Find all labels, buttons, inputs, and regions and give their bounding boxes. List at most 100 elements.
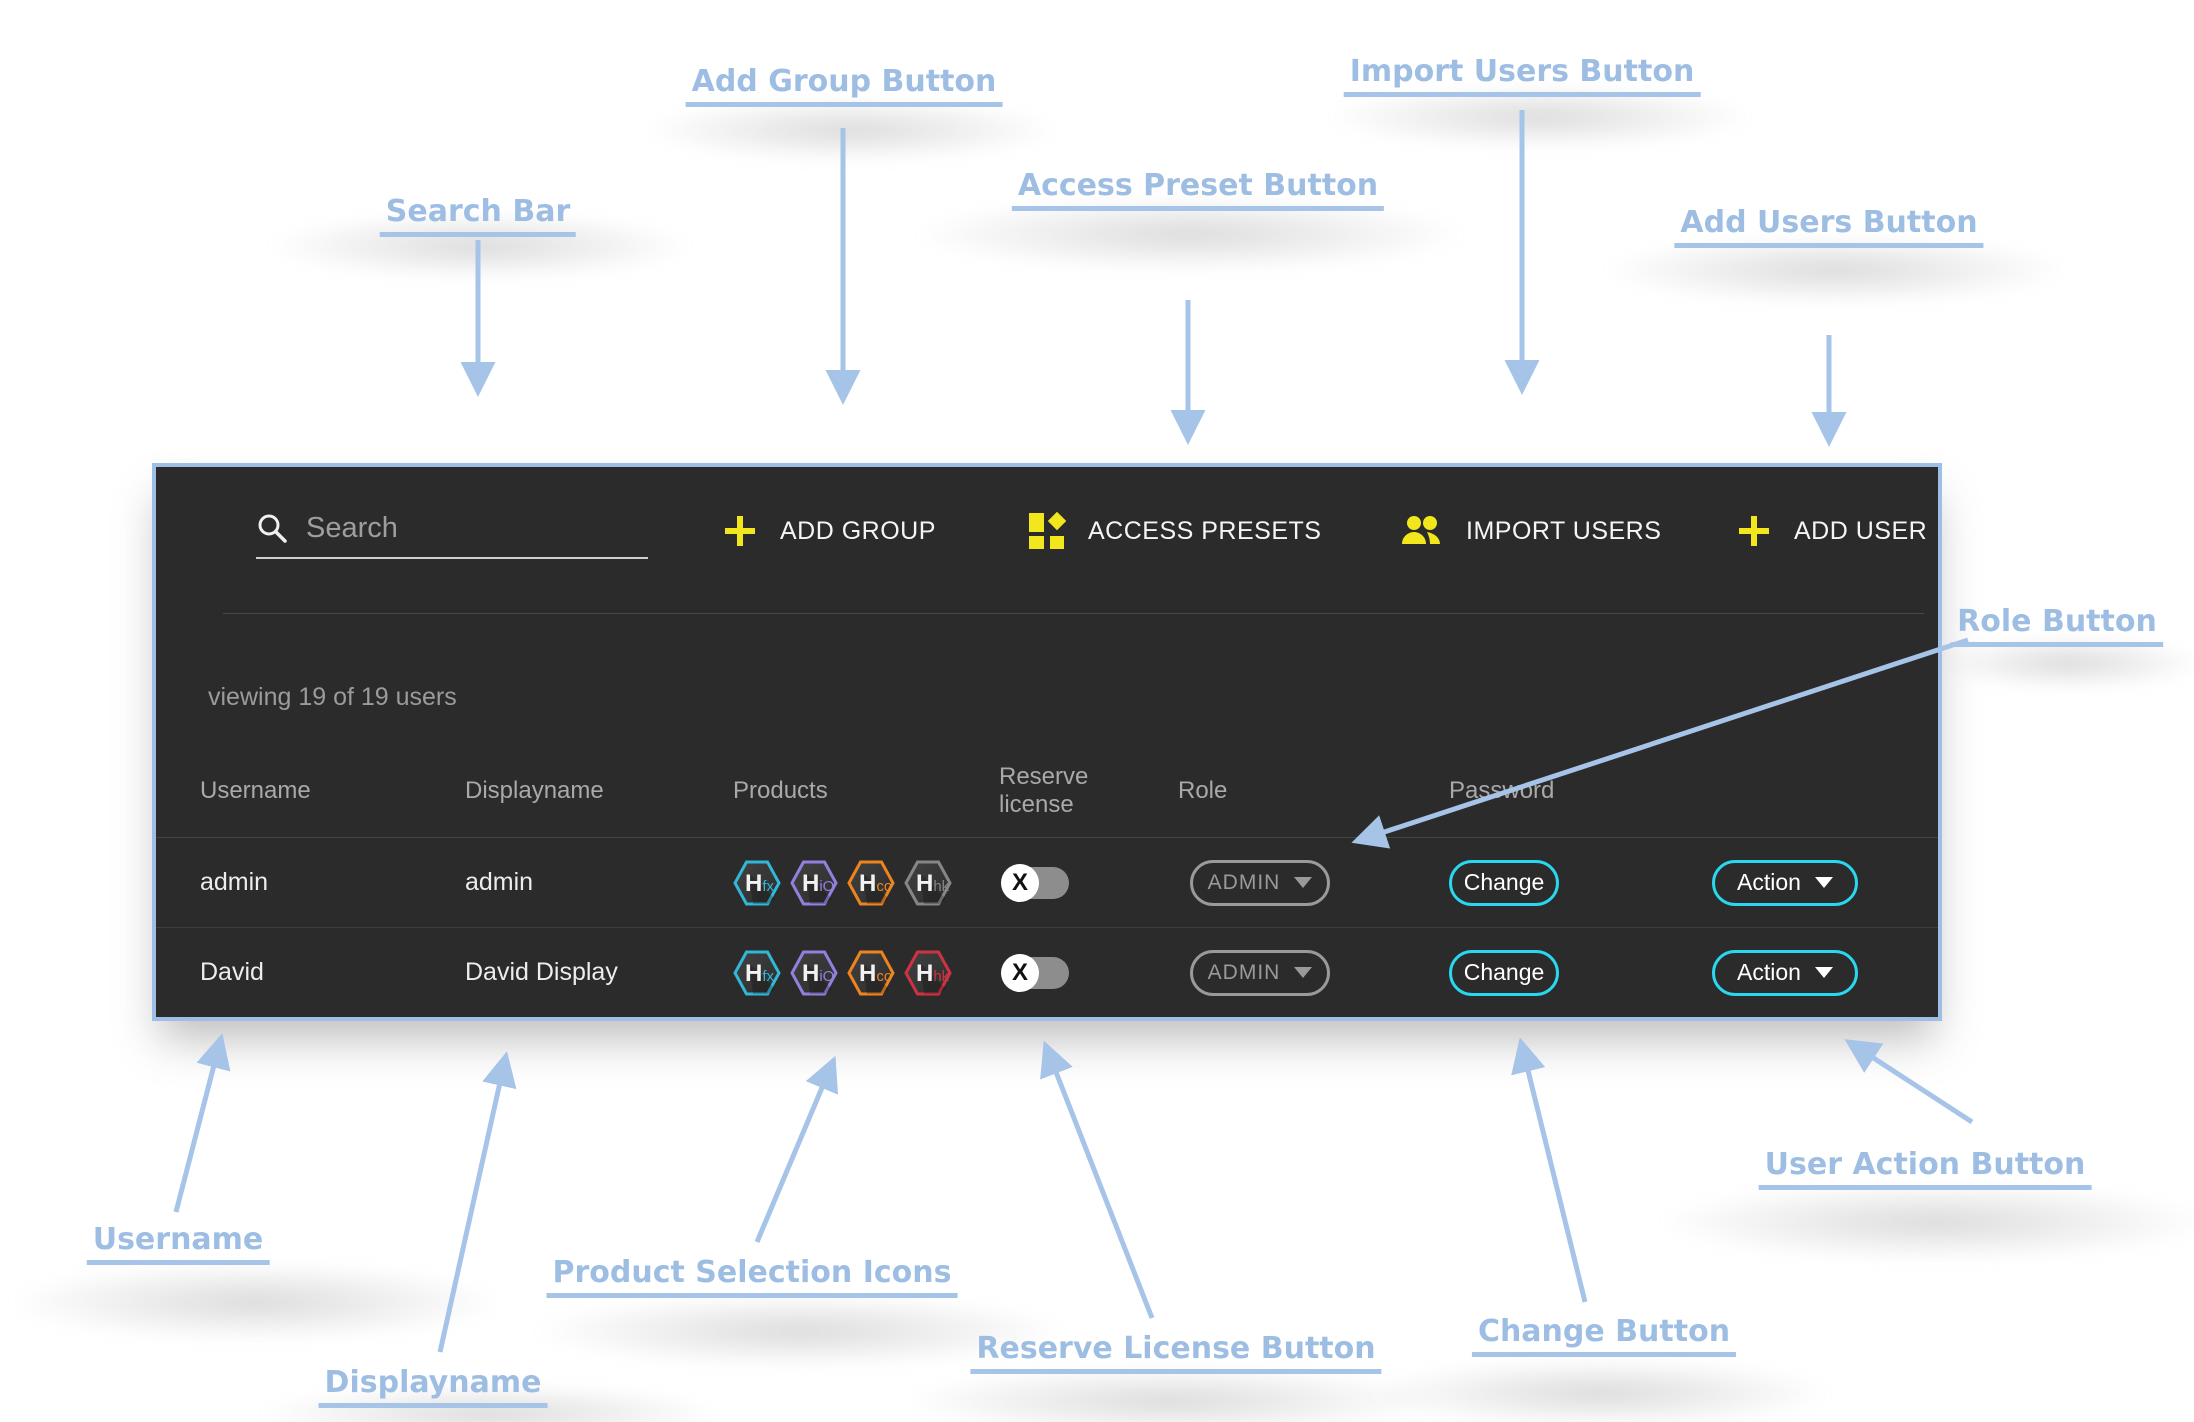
header-role: Role xyxy=(1178,777,1228,804)
header-products: Products xyxy=(733,777,828,804)
password-cell: Change xyxy=(1449,859,1712,906)
shadow-blob xyxy=(900,1366,1440,1422)
chevron-down-icon xyxy=(1814,877,1833,888)
change-label: Change xyxy=(1463,959,1545,985)
plus-icon xyxy=(1739,516,1769,546)
import-users-label: IMPORT USERS xyxy=(1466,516,1662,545)
shadow-blob xyxy=(530,1294,1070,1368)
product-hexagon-icon[interactable]: Hco xyxy=(847,947,895,999)
action-label: Action xyxy=(1737,959,1801,985)
chevron-down-icon xyxy=(1294,877,1313,888)
role-dropdown[interactable]: ADMIN xyxy=(1190,949,1330,996)
access-presets-icon xyxy=(1029,512,1066,549)
role-label: ADMIN xyxy=(1207,870,1281,894)
table-header-row: Username Displayname Products Reserve li… xyxy=(156,763,1938,818)
action-cell: Action xyxy=(1712,859,1938,906)
callout-add-group: Add Group Button xyxy=(685,64,1003,107)
search-bar[interactable] xyxy=(256,499,648,559)
product-hexagon-icon[interactable]: Hfx xyxy=(733,947,781,999)
callout-search-bar: Search Bar xyxy=(379,194,577,237)
svg-text:HiO: HiO xyxy=(802,960,834,987)
user-count-status: viewing 19 of 19 users xyxy=(208,683,457,711)
arrow-change-button xyxy=(1511,1037,1588,1303)
add-user-label: ADD USER xyxy=(1794,516,1928,545)
callout-user-action: User Action Button xyxy=(1758,1147,2092,1190)
products-cell: Hfx HiO Hco Hhk xyxy=(733,857,999,909)
product-hexagon-icon[interactable]: Hfx xyxy=(733,857,781,909)
table-row: David David Display Hfx HiO xyxy=(156,928,1938,1017)
toolbar-divider xyxy=(223,613,1924,614)
reserve-cell: X xyxy=(999,863,1168,902)
header-reserve: Reserve license xyxy=(999,763,1089,818)
callout-add-users: Add Users Button xyxy=(1674,205,1984,248)
header-username: Username xyxy=(200,777,311,804)
callout-role-button: Role Button xyxy=(1951,604,2163,647)
role-cell: ADMIN xyxy=(1168,949,1449,996)
reserve-cell: X xyxy=(999,953,1168,992)
username-cell: David xyxy=(200,958,264,986)
add-user-button[interactable]: ADD USER xyxy=(1736,503,1927,559)
import-users-button[interactable]: IMPORT USERS xyxy=(1400,503,1661,559)
role-label: ADMIN xyxy=(1207,960,1281,984)
table-row: admin admin Hfx HiO xyxy=(156,838,1938,928)
product-hexagon-icon[interactable]: Hco xyxy=(847,857,895,909)
reserve-license-toggle[interactable]: X xyxy=(1001,863,1069,902)
import-users-icon xyxy=(1402,516,1440,544)
products-cell: Hfx HiO Hco Hhk xyxy=(733,947,999,999)
reserve-license-toggle[interactable]: X xyxy=(1001,953,1069,992)
arrow-username xyxy=(173,1033,231,1213)
callout-product-icons: Product Selection Icons xyxy=(546,1255,958,1298)
svg-text:Hco: Hco xyxy=(859,870,892,897)
toggle-thumb: X xyxy=(1001,953,1039,992)
change-password-button[interactable]: Change xyxy=(1449,949,1559,996)
change-password-button[interactable]: Change xyxy=(1449,859,1559,906)
shadow-blob xyxy=(1365,1358,1835,1422)
search-input[interactable] xyxy=(304,510,608,546)
role-dropdown[interactable]: ADMIN xyxy=(1190,859,1330,906)
access-presets-button[interactable]: ACCESS PRESETS xyxy=(1028,503,1321,559)
user-action-dropdown[interactable]: Action xyxy=(1712,949,1858,996)
displayname-cell: admin xyxy=(465,868,534,896)
user-table: admin admin Hfx HiO xyxy=(156,837,1938,1017)
product-hexagon-icon[interactable]: Hhk xyxy=(904,857,952,909)
toolbar: ADD GROUP ACCESS PRESETS IMPOR xyxy=(156,467,1938,613)
access-presets-label: ACCESS PRESETS xyxy=(1088,516,1322,545)
svg-text:Hhk: Hhk xyxy=(916,870,950,897)
username-cell: admin xyxy=(200,868,269,896)
chevron-down-icon xyxy=(1294,967,1313,978)
shadow-blob xyxy=(640,98,1060,162)
displayname-cell: David Display xyxy=(465,958,618,986)
user-management-panel: ADD GROUP ACCESS PRESETS IMPOR xyxy=(152,463,1942,1021)
arrow-product-icons xyxy=(754,1055,839,1243)
password-cell: Change xyxy=(1449,949,1712,996)
arrow-reserve-license xyxy=(1040,1040,1155,1319)
product-hexagon-icon[interactable]: HiO xyxy=(790,857,838,909)
change-label: Change xyxy=(1463,869,1545,895)
product-hexagon-icon[interactable]: Hhk xyxy=(904,947,952,999)
shadow-blob xyxy=(5,1262,505,1342)
action-label: Action xyxy=(1737,869,1801,895)
add-group-label: ADD GROUP xyxy=(780,516,936,545)
svg-text:HiO: HiO xyxy=(802,870,834,897)
callout-displayname: Displayname xyxy=(318,1365,548,1408)
header-displayname: Displayname xyxy=(465,777,604,804)
svg-text:Hfx: Hfx xyxy=(745,870,775,897)
search-icon xyxy=(258,514,287,543)
callout-username: Username xyxy=(86,1222,270,1265)
header-password: Password xyxy=(1449,777,1555,804)
svg-text:Hhk: Hhk xyxy=(916,960,950,987)
callout-access-preset: Access Preset Button xyxy=(1011,168,1385,211)
shadow-blob xyxy=(1655,1182,2194,1262)
add-group-button[interactable]: ADD GROUP xyxy=(722,503,936,559)
svg-text:Hfx: Hfx xyxy=(745,960,775,987)
callout-import-users: Import Users Button xyxy=(1343,54,1701,97)
callout-reserve-license: Reserve License Button xyxy=(970,1331,1382,1374)
callout-change-button: Change Button xyxy=(1471,1314,1737,1357)
product-hexagon-icon[interactable]: HiO xyxy=(790,947,838,999)
plus-icon xyxy=(725,516,755,546)
arrow-user-action xyxy=(1844,1039,1974,1125)
svg-text:Hco: Hco xyxy=(859,960,892,987)
role-cell: ADMIN xyxy=(1168,859,1449,906)
user-action-dropdown[interactable]: Action xyxy=(1712,859,1858,906)
